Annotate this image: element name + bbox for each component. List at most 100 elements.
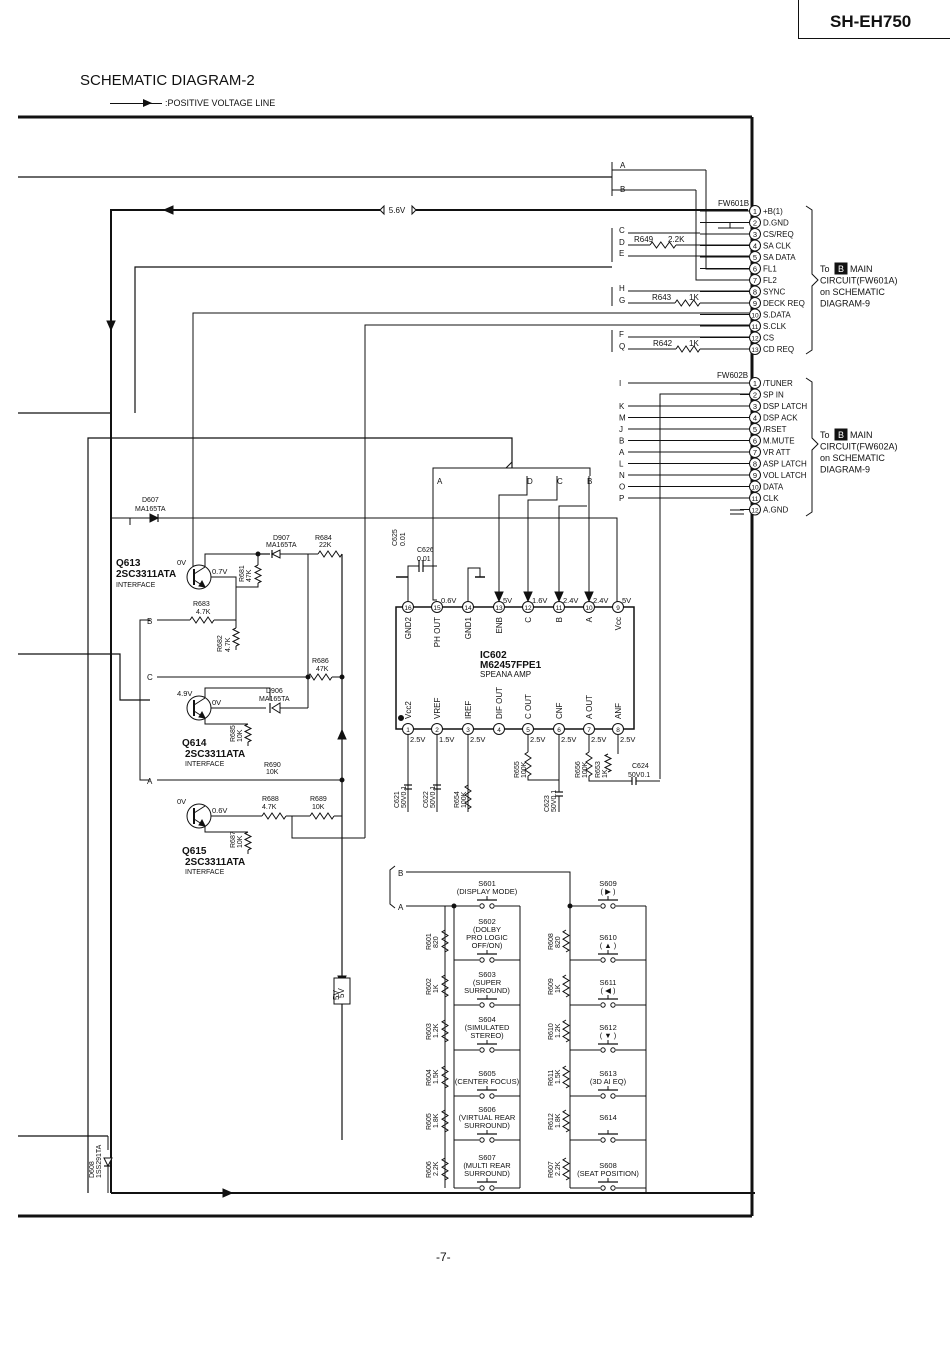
ic602-pin-number: 2: [435, 727, 439, 734]
r681-ref: R681: [239, 565, 246, 582]
fw601-dest-line: DIAGRAM-9: [820, 299, 870, 309]
d607-diode-icon: [149, 513, 160, 523]
right-resistor: [562, 1065, 570, 1089]
ic602-pin-number: 11: [556, 605, 563, 612]
switch-contact: [479, 957, 485, 963]
r655-value: 100K: [521, 761, 528, 778]
switch-contact: [489, 1093, 495, 1099]
junction-dot: [305, 674, 311, 680]
ic-bus-letter: D: [527, 477, 533, 486]
fw602-dest-line: CIRCUIT(FW602A): [820, 442, 898, 452]
r687-value: 10K: [237, 835, 244, 848]
fw602b-pin-number: 3: [753, 402, 757, 411]
d906-diode-icon: [271, 702, 281, 714]
fw602b-pin-number: 1: [753, 379, 757, 388]
right-resistor-ref: R611: [548, 1070, 555, 1086]
voltage-arrow-icon: [337, 728, 347, 740]
left-switch-label: (MULTI REAR: [463, 1161, 511, 1170]
right-switch-label: ( ▲ ): [600, 941, 617, 950]
right-resistor: [562, 929, 570, 953]
fw601b-pin-number: 1: [753, 207, 757, 216]
r655-ref: R655: [514, 761, 521, 778]
r684-resistor: [317, 550, 343, 558]
ic602-pin-name: ANF: [614, 703, 623, 719]
left-switch-label: OFF/ON): [472, 941, 503, 950]
fw601b-letter: Q: [619, 342, 625, 351]
positive-voltage-arrow-icon: [110, 99, 162, 108]
wire: [558, 505, 587, 601]
fw602b-letter: M: [619, 414, 626, 423]
c626-value: 0.01: [417, 556, 431, 563]
ic602-pin-name: IREF: [464, 701, 473, 719]
voltage-arrow-icon: [554, 591, 564, 603]
junction-dot: [567, 903, 573, 909]
legend-label: :POSITIVE VOLTAGE LINE: [165, 98, 276, 108]
r683-ref: R683: [193, 601, 210, 608]
c624-ref: C624: [632, 763, 649, 770]
r682-ref: R682: [217, 635, 224, 652]
ic602-pin-name: Vcc2: [404, 701, 413, 719]
r642-ref: R642: [653, 339, 673, 348]
right-resistor-ref: R607: [548, 1161, 555, 1178]
r685-resistor: [243, 723, 253, 743]
wire: [139, 700, 150, 781]
fw601b-pin-name: +B(1): [763, 207, 783, 216]
right-switch-label: ( ▼ ): [600, 1031, 617, 1040]
fw602b-pin-name: VOL LATCH: [763, 471, 807, 480]
r682-value: 4.7K: [225, 637, 232, 652]
right-switch-ref: S610: [599, 933, 617, 942]
left-resistor-ref: R606: [426, 1161, 433, 1178]
left-switch-label: STEREO): [470, 1031, 504, 1040]
fw601b-pin-number: 13: [751, 347, 759, 354]
switch-contact: [600, 1137, 606, 1143]
switch-contact: [479, 1137, 485, 1143]
wire: [204, 553, 258, 567]
right-resistor: [562, 974, 570, 998]
transistor-arrow-icon: [198, 579, 206, 588]
ic602-pin-number: 4: [497, 727, 501, 734]
ic602-part: M62457FPE1: [480, 660, 542, 671]
fw602b-pin-name: CLK: [763, 494, 779, 503]
ic602-pin-voltage: 2.5V: [561, 735, 576, 744]
dest-b-box: [834, 262, 848, 275]
ic602-pin-number: 1: [406, 727, 410, 734]
r686-resistor: [307, 673, 333, 681]
left-switch-ref: S604: [478, 1015, 496, 1024]
ic602-pin-voltage: 2.5V: [410, 735, 425, 744]
fw602b-letter: L: [619, 460, 624, 469]
ic602-top-pin: [431, 601, 443, 613]
fw601b-pin: [749, 343, 761, 355]
transistor-role: INTERFACE: [185, 869, 225, 876]
fw602b-letter: J: [619, 425, 623, 434]
r643-value: 1K: [689, 293, 699, 302]
switch-contact: [479, 1002, 485, 1008]
fw602b-pin: [749, 503, 761, 516]
right-switch-ref: S611: [600, 978, 617, 987]
fw601b-letter: G: [619, 296, 625, 305]
ic602-pin-name: GND1: [464, 616, 473, 639]
ic602-bottom-pin: [402, 723, 414, 735]
ic602-bottom-pin: [612, 723, 624, 735]
c621-value: 50V0.1: [401, 786, 408, 808]
ic-bus-top: [432, 467, 591, 476]
c622-value: 50V0.1: [430, 786, 437, 808]
fw601-dest-line: on SCHEMATIC: [820, 287, 885, 297]
ic602-pin-name: C OUT: [524, 694, 533, 719]
c624-value: 50V0.1: [628, 772, 650, 779]
ic602-pin-name: DIF OUT: [495, 687, 504, 719]
line-sdata: [192, 312, 749, 568]
ic602-pin-name: Vcc: [614, 617, 623, 630]
fw601-dest-line: CIRCUIT(FW601A): [820, 276, 898, 286]
sp-in-line: [659, 393, 749, 779]
left-resistor-ref: R603: [426, 1023, 433, 1040]
right-resistor: [562, 1157, 570, 1181]
left-switch-label: SURROUND): [464, 1121, 510, 1130]
left-bus-letter: B: [147, 617, 152, 626]
fw602b-pin-name: VR ATT: [763, 448, 791, 457]
d608-ref: D608: [89, 1161, 96, 1178]
fw601b-pin-number: 4: [753, 241, 757, 250]
junction-dot: [339, 777, 345, 783]
fw602b-pin-number: 6: [753, 436, 757, 445]
fw601b-pin-number: 7: [753, 276, 757, 285]
fw602b-pin-name: A.GND: [763, 506, 789, 515]
